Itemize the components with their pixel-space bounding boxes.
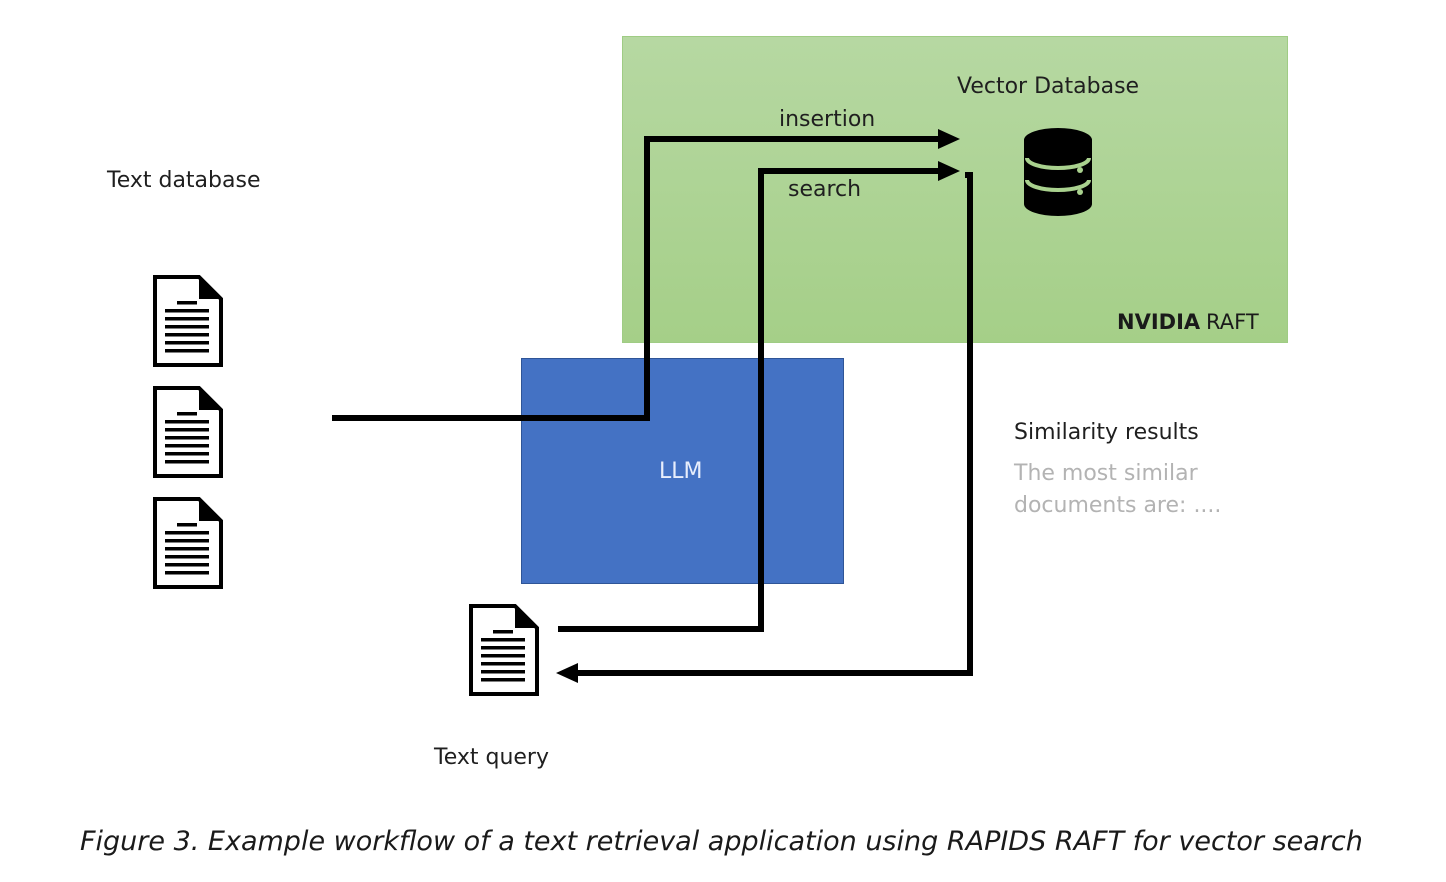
diagram-graphics [153, 128, 1092, 696]
text-query-label: Text query [434, 745, 549, 770]
insertion-label: insertion [779, 107, 876, 132]
search-arrow [558, 161, 960, 632]
document-icon [469, 604, 539, 696]
llm-label: LLM [659, 459, 703, 484]
document-icon [153, 386, 223, 478]
arrow-icon [556, 663, 578, 683]
nvidia-raft-box [622, 36, 1288, 343]
similarity-results-line1: The most similar [1014, 461, 1198, 486]
search-label: search [788, 177, 862, 202]
raft-label: RAFT [1206, 310, 1259, 334]
similarity-results-line2: documents are: .... [1014, 493, 1222, 518]
arrow-icon [938, 161, 960, 181]
similarity-results-title: Similarity results [1014, 420, 1199, 445]
nvidia-label: NVIDIA [1117, 310, 1201, 334]
workflow-diagram: Vector Database insertion search Text da… [107, 36, 1288, 770]
results-arrow [556, 172, 973, 683]
insertion-arrow [332, 129, 960, 421]
figure-caption: Figure 3. Example workflow of a text ret… [80, 826, 1363, 857]
arrow-icon [938, 129, 960, 149]
vector-database-label: Vector Database [957, 74, 1140, 99]
llm-box [521, 358, 844, 584]
database-icon [1024, 128, 1092, 216]
text-database-label: Text database [107, 168, 261, 193]
document-icon [153, 275, 223, 367]
document-icon [153, 497, 223, 589]
